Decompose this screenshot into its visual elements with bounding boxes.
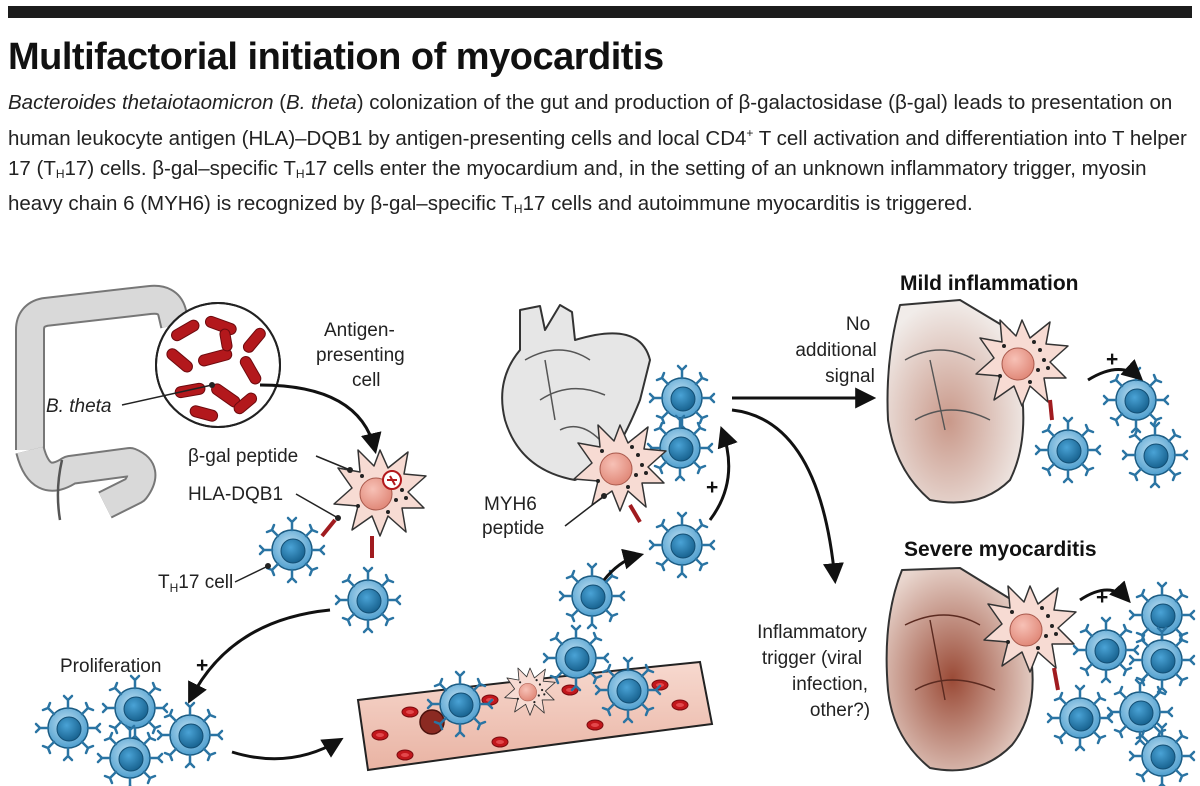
beta-gal-peptide-label: β-gal peptide (188, 446, 298, 467)
heart-center-tcell-1 (648, 364, 716, 432)
proliferation-label: Proliferation (60, 656, 161, 677)
th17-cell-gut-2 (334, 566, 402, 634)
th17-cell-heart-center (648, 511, 716, 579)
trigger-arrow (731, 408, 844, 585)
proliferation-plus: + (196, 654, 208, 677)
tcell-to-vessel-arrow (231, 737, 344, 761)
heart-severe (885, 567, 1034, 772)
th17-cell-label: TH17 cell (158, 572, 233, 595)
myh6-label-line2: peptide (482, 518, 544, 539)
no-signal-line2: additional (795, 340, 876, 361)
antigen-label-line2: presenting (316, 345, 405, 366)
trigger-line3: infection, (792, 674, 868, 695)
hla-dqb1-label: HLA-DQB1 (188, 484, 283, 505)
antigen-presenting-cell-gut (333, 449, 427, 537)
center-activation-arrow (708, 426, 738, 521)
heart-center-tcell-2 (646, 414, 714, 482)
antigen-label-line1: Antigen- (324, 320, 395, 341)
blood-vessel (356, 656, 714, 772)
myh6-label-line1: MYH6 (484, 494, 537, 515)
severe-activation-arrow (1079, 580, 1131, 604)
no-signal-line3: signal (825, 366, 875, 387)
trigger-line2: trigger (viral (762, 648, 862, 669)
no-signal-line1: No (846, 314, 870, 335)
hla-receptor-gut (320, 518, 374, 558)
tcell-migrating (558, 562, 626, 630)
mild-inflammation-heading: Mild inflammation (900, 272, 1079, 295)
migration-arrow (602, 548, 645, 581)
trigger-line1: Inflammatory (757, 622, 867, 643)
severe-plus: + (1096, 586, 1108, 609)
proliferated-tcell-4 (96, 724, 164, 786)
bacteria-to-apc-arrow (259, 383, 382, 455)
center-plus: + (706, 476, 718, 499)
figure-caption: Bacteroides thetaiotaomicron (B. theta) … (8, 91, 1187, 216)
trigger-line4: other?) (810, 700, 870, 721)
severe-myocarditis-heading: Severe myocarditis (904, 538, 1097, 561)
proliferation-arrow (188, 608, 331, 704)
top-rule (8, 6, 1192, 18)
b-theta-leader (121, 384, 213, 406)
b-theta-label: B. theta (46, 396, 112, 417)
proliferated-tcell-1 (34, 694, 102, 762)
mild-activation-arrow (1087, 358, 1144, 382)
th17-cell-severe (1046, 684, 1114, 752)
severe-tcell-2 (1072, 616, 1140, 684)
th17-cell-mild (1034, 416, 1102, 484)
bacteria-magnifier (155, 302, 281, 428)
antigen-label-line3: cell (352, 370, 381, 391)
colon-illustration (15, 284, 190, 521)
th17-cell-gut-1 (258, 516, 326, 584)
mild-plus: + (1106, 348, 1118, 371)
figure-title: Multifactorial initiation of myocarditis (8, 36, 664, 78)
